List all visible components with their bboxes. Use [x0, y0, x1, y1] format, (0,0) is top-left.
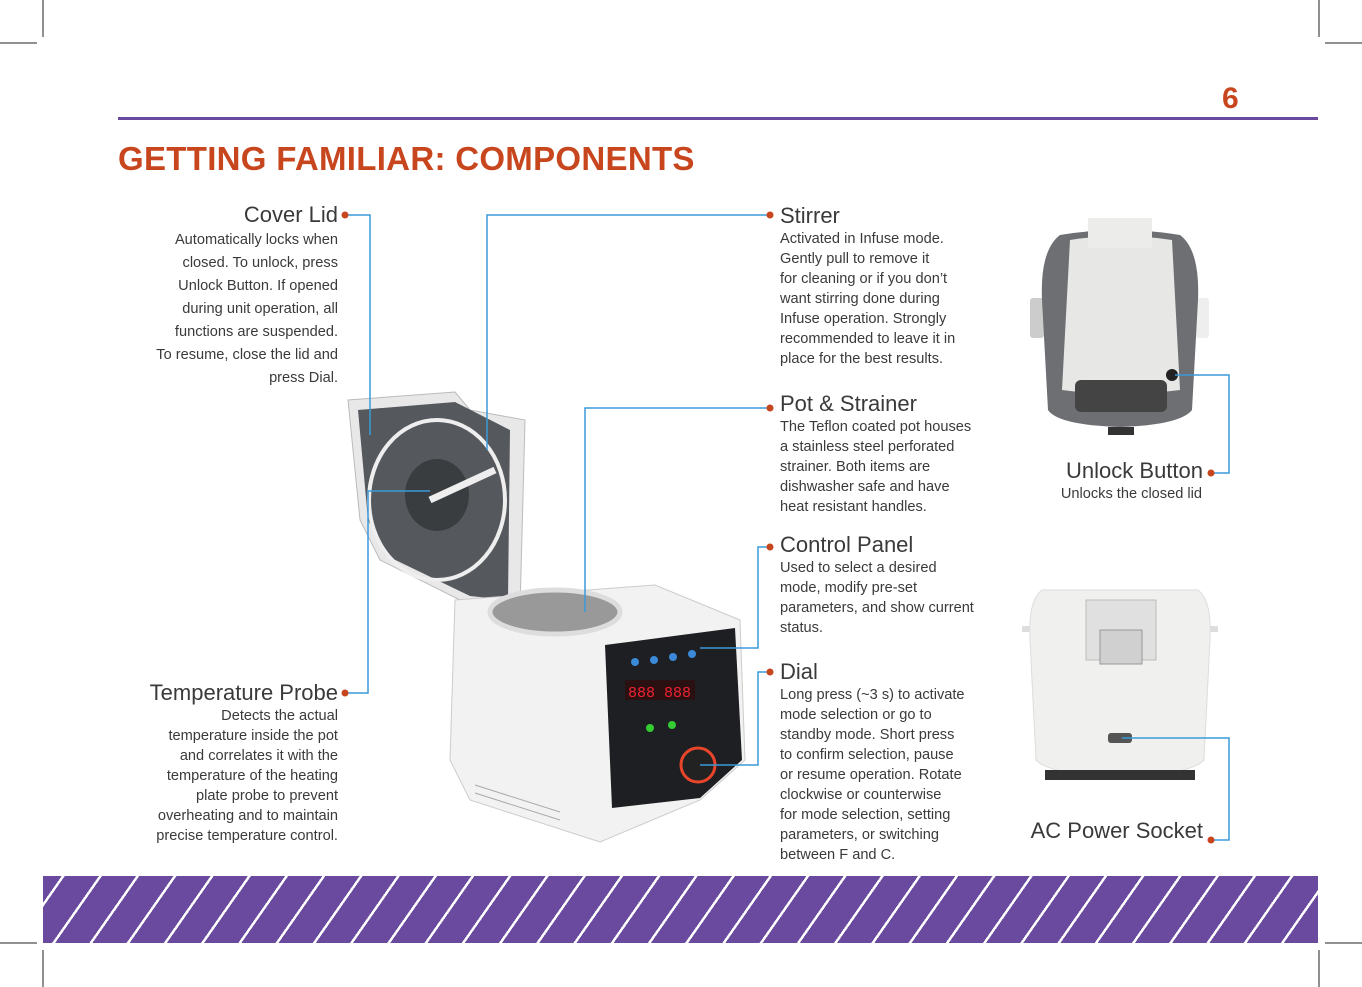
callout-line: overheating and to maintain	[157, 808, 338, 824]
callout-line: clockwise or counterwise	[780, 787, 942, 803]
callout-line: place for the best results.	[780, 351, 944, 367]
callout-line: Long press (~3 s) to activate	[780, 687, 965, 703]
callout-line: To resume, close the lid and	[156, 347, 338, 363]
callout-line: and correlates it with the	[179, 748, 338, 764]
callout-line: dishwasher safe and have	[780, 479, 950, 495]
callout-line: a stainless steel perforated	[780, 439, 955, 455]
callout-line: functions are suspended.	[174, 324, 338, 340]
callout-line: strainer. Both items are	[780, 459, 931, 475]
callout-line: press Dial.	[269, 370, 338, 386]
callout-stirrer: Stirrer Activated in Infuse mode. Gently …	[780, 203, 955, 369]
callout-line: or resume operation. Rotate	[780, 767, 962, 783]
callout-line: Automatically locks when	[174, 232, 338, 248]
callout-title: Dial	[780, 659, 818, 684]
callout-dial: Dial Long press (~3 s) to activate mode s…	[780, 659, 965, 865]
callout-body: Long press (~3 s) to activate mode select…	[780, 685, 965, 865]
callout-line: Unlocks the closed lid	[1060, 486, 1202, 502]
rear-view-image	[1022, 589, 1218, 780]
callout-line: for mode selection, setting	[780, 807, 951, 823]
callout-line: status.	[780, 620, 823, 636]
callout-unlock-button: Unlock Button Unlocks the closed lid	[1061, 458, 1203, 504]
callout-line: during unit operation, all	[182, 301, 338, 317]
page-title: GETTING FAMILIAR: COMPONENTS	[118, 140, 695, 177]
callout-line: recommended to leave it in	[780, 331, 956, 347]
callout-line: standby mode. Short press	[780, 727, 955, 743]
main-unit-image: 888 888	[347, 391, 746, 843]
callout-title: Cover Lid	[243, 202, 338, 227]
callout-line: for cleaning or if you don’t	[780, 271, 948, 287]
callout-line: want stirring done during	[780, 291, 940, 307]
callout-line: Detects the actual	[221, 708, 338, 724]
top-view-image	[1030, 218, 1209, 435]
callout-line: Activated in Infuse mode.	[780, 231, 944, 247]
callout-title: Control Panel	[780, 532, 914, 557]
callout-body: Unlocks the closed lid	[1061, 484, 1202, 504]
callout-line: plate probe to prevent	[196, 788, 338, 804]
callout-line: heat resistant handles.	[780, 499, 927, 515]
callout-line: between F and C.	[780, 847, 896, 863]
callout-line: Unlock Button. If opened	[178, 278, 338, 294]
callout-body: Automatically locks when closed. To unloc…	[156, 229, 338, 390]
svg-text:888 888: 888 888	[628, 685, 691, 702]
callout-line: parameters, and show current	[780, 600, 974, 616]
callout-title: AC Power Socket	[1030, 818, 1203, 843]
callout-body: The Teflon coated pot houses a stainless …	[780, 417, 971, 517]
header-rule	[118, 117, 1318, 120]
callout-line: precise temperature control.	[156, 828, 338, 844]
footer-stripe-band	[43, 876, 1318, 943]
callout-title: Pot & Strainer	[780, 391, 917, 416]
callout-line: mode, modify pre-set	[780, 580, 918, 596]
callout-line: Infuse operation. Strongly	[780, 311, 947, 327]
callout-cover-lid: Cover Lid Automatically locks when closed…	[156, 202, 338, 390]
callout-body: Activated in Infuse mode. Gently pull to …	[780, 229, 955, 369]
callout-line: temperature inside the pot	[168, 728, 338, 744]
callout-title: Temperature Probe	[149, 680, 338, 705]
callout-line: closed. To unlock, press	[182, 255, 338, 271]
callout-control-panel: Control Panel Used to select a desired mo…	[780, 532, 974, 638]
callout-line: mode selection or go to	[780, 707, 932, 723]
callout-ac-power-socket: AC Power Socket	[1031, 818, 1203, 844]
callout-body: Used to select a desired mode, modify pre…	[780, 558, 974, 638]
callout-line: temperature of the heating	[166, 768, 338, 784]
callout-pot-strainer: Pot & Strainer The Teflon coated pot hou…	[780, 391, 971, 517]
callout-line: to confirm selection, pause	[780, 747, 954, 763]
callout-line: parameters, or switching	[780, 827, 939, 843]
callout-line: The Teflon coated pot houses	[780, 419, 972, 435]
callout-title: Stirrer	[780, 203, 840, 228]
callout-body: Detects the actual temperature inside the…	[150, 706, 338, 846]
callout-title: Unlock Button	[1066, 458, 1203, 483]
callout-line: Gently pull to remove it	[780, 251, 930, 267]
page-number: 6	[1222, 82, 1239, 115]
callout-line: Used to select a desired	[780, 560, 937, 576]
callout-temperature-probe: Temperature Probe Detects the actual temp…	[150, 680, 338, 846]
